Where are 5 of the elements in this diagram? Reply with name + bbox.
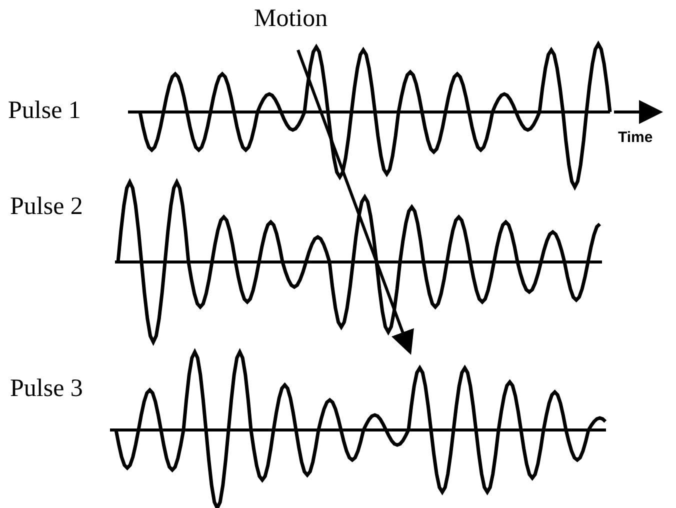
text-label: Pulse 1 bbox=[8, 98, 81, 123]
axis-label: Time bbox=[618, 130, 653, 145]
text-label: Motion bbox=[254, 6, 328, 31]
text-label: Pulse 2 bbox=[10, 194, 83, 219]
text-label: Pulse 3 bbox=[10, 376, 83, 401]
